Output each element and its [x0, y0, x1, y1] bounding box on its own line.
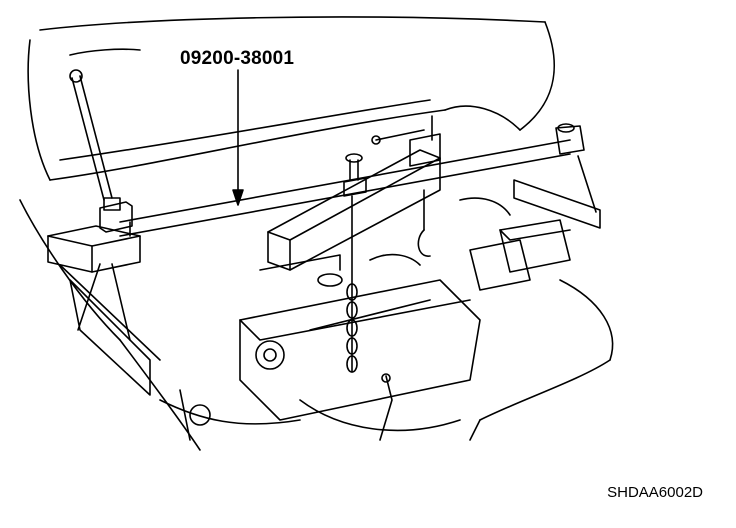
lower-components	[159, 389, 301, 441]
right-fender	[469, 279, 614, 441]
left-fender	[19, 199, 201, 451]
engine-block	[239, 279, 481, 432]
left-support-foot	[47, 197, 141, 341]
right-support-foot	[513, 123, 601, 229]
tool-part-number: 09200-38001	[180, 48, 295, 69]
leader-line	[232, 69, 244, 206]
right-hook	[417, 189, 431, 257]
dipstick	[379, 373, 393, 441]
lift-hook-assembly	[343, 115, 441, 197]
hood-prop-rod	[69, 69, 113, 201]
figure-code: SHDAA6002D	[607, 484, 703, 501]
battery	[499, 219, 571, 273]
hood-outline	[27, 16, 555, 181]
main-support-beam	[119, 139, 571, 237]
support-chain	[346, 195, 358, 373]
engine-top-details	[259, 197, 531, 291]
